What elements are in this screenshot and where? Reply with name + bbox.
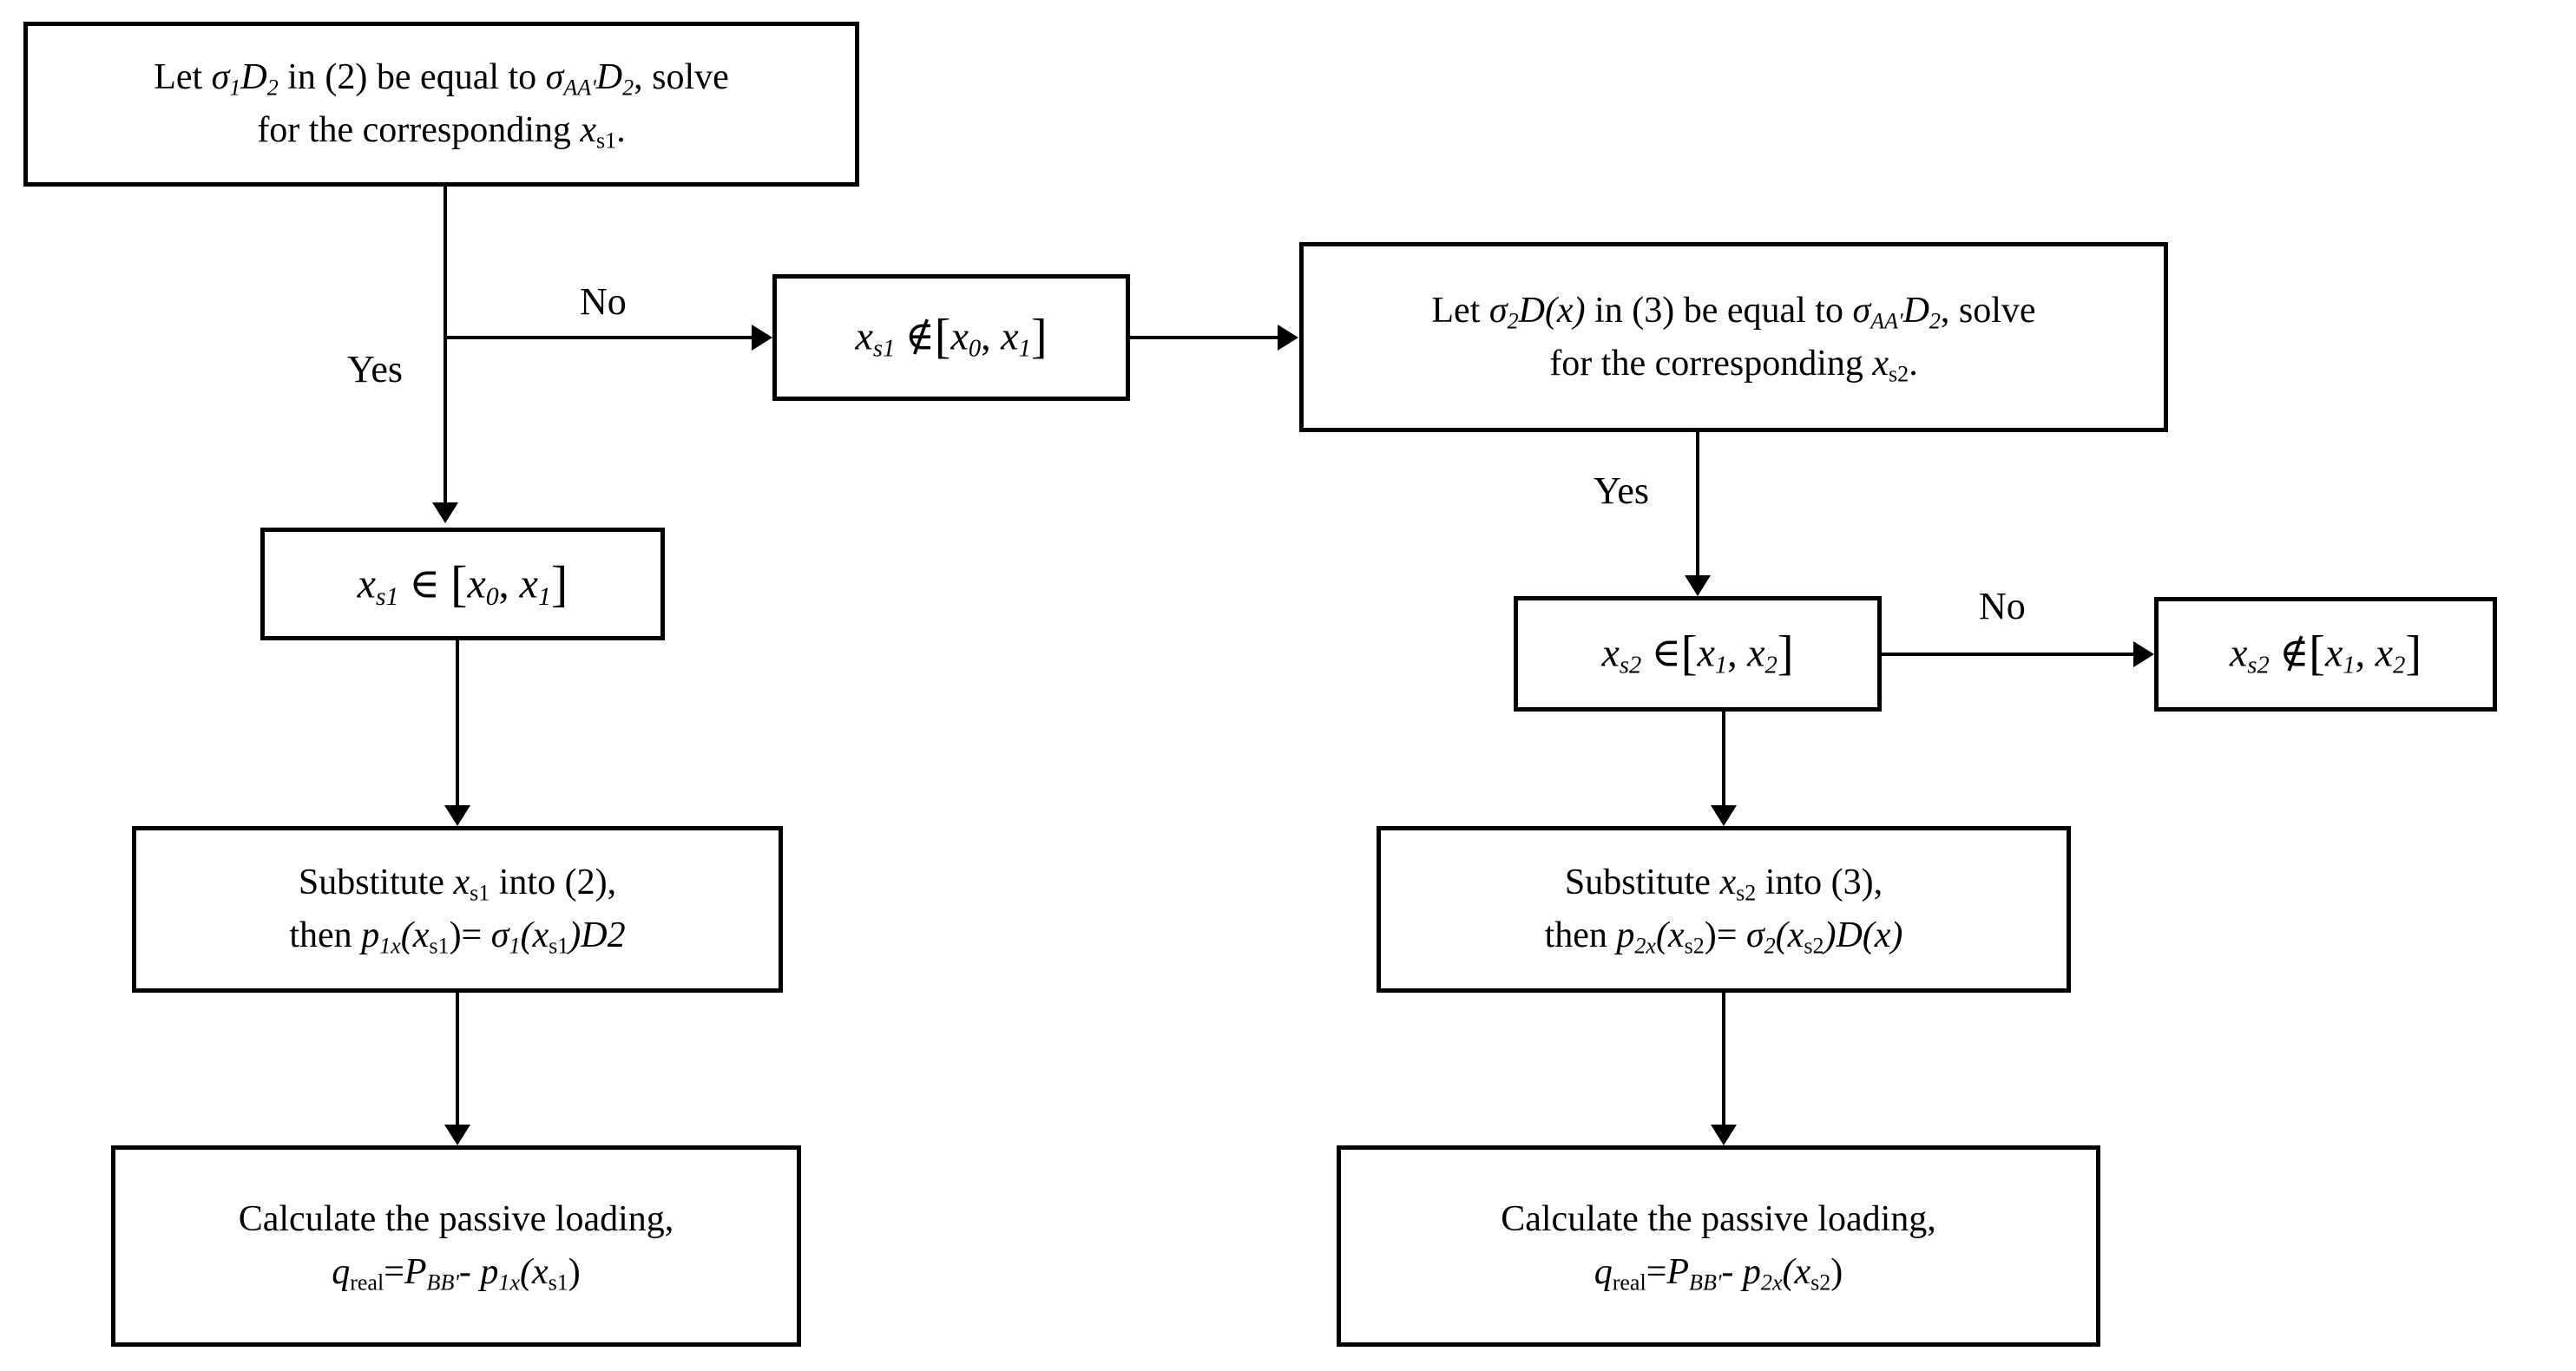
- edge-substitute-right-to-calculate-right: [1722, 993, 1725, 1125]
- node-substitute-left-line1: Substitute xs1 into (2),: [298, 863, 617, 906]
- edge-label-no-left: No: [580, 280, 627, 323]
- node-start-left-line1: Let σ1D2 in (2) be equal to σAAʹD2, solv…: [154, 57, 729, 101]
- edge-arrow-calculate-right: [1711, 1125, 1737, 1145]
- node-calculate-right-line1: Calculate the passive loading,: [1501, 1199, 1936, 1240]
- node-substitute-left: Substitute xs1 into (2), then p1x(xs1)= …: [132, 826, 783, 993]
- sigma-symbol: σ: [1488, 290, 1508, 331]
- edge-in-interval-1-to-substitute-left: [456, 640, 459, 805]
- node-start-right-line1: Let σ2D(x) in (3) be equal to σAAʹD2, so…: [1431, 290, 2036, 333]
- node-calculate-left-line1: Calculate the passive loading,: [238, 1199, 674, 1240]
- node-in-interval-1-expr: xs1 ∈ [x0, x1]: [357, 554, 568, 612]
- edge-start-left-to-in-interval-1: [444, 187, 447, 502]
- node-start-right: Let σ2D(x) in (3) be equal to σAAʹD2, so…: [1299, 242, 2168, 432]
- node-calculate-left-line2: qreal=PBBʹ- p1x(xs1): [332, 1252, 581, 1296]
- edge-substitute-left-to-calculate-left: [456, 993, 459, 1125]
- edge-in-interval-2-to-substitute-right: [1722, 712, 1725, 805]
- sigma-symbol: σ: [211, 57, 230, 98]
- node-start-left-line2: for the corresponding xs1.: [257, 110, 626, 154]
- node-not-in-interval-1-expr: xs1 ∉[x0, x1]: [855, 310, 1048, 364]
- edge-start-right-to-in-interval-2: [1696, 432, 1699, 575]
- node-not-in-interval-1: xs1 ∉[x0, x1]: [772, 274, 1130, 401]
- node-substitute-right-line2: then p2x(xs2)= σ2(xs2)D(x): [1544, 915, 1903, 959]
- node-calculate-right-line2: qreal=PBBʹ- p2x(xs2): [1594, 1252, 1843, 1296]
- edge-no-right-horizontal: [1882, 653, 2133, 656]
- edge-arrow-in-interval-1: [432, 502, 458, 523]
- sigma-symbol: σ: [490, 915, 509, 955]
- node-substitute-right-line1: Substitute xs2 into (3),: [1564, 863, 1883, 906]
- node-start-left: Let σ1D2 in (2) be equal to σAAʹD2, solv…: [23, 22, 859, 187]
- sigma-symbol: σ: [545, 57, 564, 98]
- edge-label-yes-left: Yes: [347, 348, 404, 390]
- node-in-interval-2: xs2 ∈[x1, x2]: [1514, 596, 1882, 712]
- edge-arrow-in-interval-2: [1685, 575, 1711, 596]
- edge-label-no-right: No: [1979, 585, 2026, 627]
- node-not-in-interval-2-expr: xs2 ∉[x1, x2]: [2229, 626, 2422, 681]
- node-in-interval-1: xs1 ∈ [x0, x1]: [260, 528, 665, 640]
- edge-arrow-not-in-interval-1: [752, 325, 772, 351]
- node-start-right-line2: for the corresponding xs2.: [1549, 343, 1918, 386]
- element-of-symbol: ∈: [1651, 630, 1681, 675]
- edge-not-in-interval-1-to-start-right: [1130, 336, 1278, 339]
- edge-arrow-substitute-left: [444, 805, 470, 826]
- node-in-interval-2-expr: xs2 ∈[x1, x2]: [1601, 626, 1794, 680]
- sigma-symbol: σ: [1745, 915, 1764, 955]
- node-not-in-interval-2: xs2 ∉[x1, x2]: [2154, 597, 2497, 712]
- not-element-of-symbol: ∉: [2279, 630, 2310, 675]
- edge-arrow-start-right: [1278, 325, 1298, 351]
- element-of-symbol: ∈: [409, 561, 440, 607]
- node-calculate-left: Calculate the passive loading, qreal=PBB…: [111, 1145, 801, 1347]
- node-substitute-left-line2: then p1x(xs1)= σ1(xs1)D2: [289, 915, 626, 959]
- edge-arrow-substitute-right: [1711, 805, 1737, 826]
- edge-arrow-not-in-interval-2: [2133, 641, 2154, 667]
- edge-no-left-horizontal: [444, 336, 752, 339]
- node-calculate-right: Calculate the passive loading, qreal=PBB…: [1337, 1145, 2100, 1347]
- edge-arrow-calculate-left: [444, 1125, 470, 1145]
- edge-label-yes-right: Yes: [1594, 469, 1650, 512]
- sigma-symbol: σ: [1852, 290, 1871, 331]
- not-element-of-symbol: ∉: [904, 313, 935, 358]
- node-substitute-right: Substitute xs2 into (3), then p2x(xs2)= …: [1377, 826, 2071, 993]
